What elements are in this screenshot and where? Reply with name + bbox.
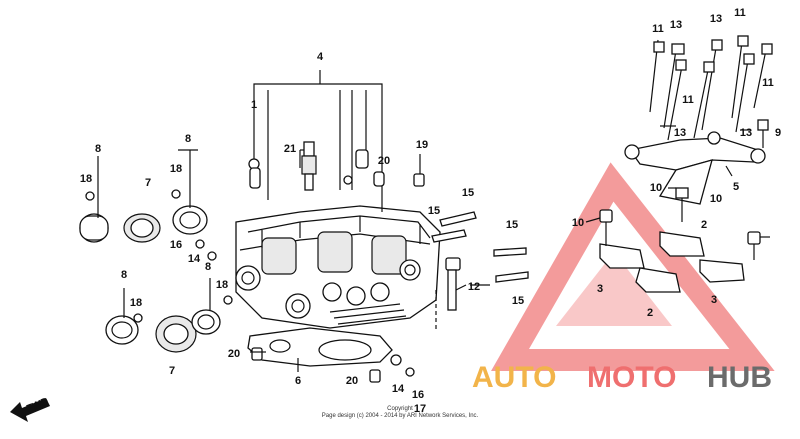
- callout-7: 7: [145, 177, 151, 189]
- intake-joint-lower: [155, 315, 197, 353]
- callout-18: 18: [170, 163, 182, 175]
- callout-7: 7: [169, 365, 175, 377]
- callout-20: 20: [346, 375, 358, 387]
- callout-12: 12: [468, 281, 480, 293]
- callout-9: 9: [775, 127, 781, 139]
- callout-10: 10: [650, 182, 662, 194]
- leader-lines: [97, 125, 770, 372]
- fwd-label: FWD: [25, 396, 50, 415]
- intake-clamp-lower-right: [191, 309, 221, 335]
- callout-8: 8: [205, 261, 211, 273]
- watermark-text: AUTO MOTO HUB: [472, 361, 772, 394]
- callout-18: 18: [130, 297, 142, 309]
- spark-plug: [300, 141, 317, 191]
- studs: [431, 211, 529, 283]
- callout-14: 14: [188, 253, 201, 265]
- callout-labels: 4 21 20 19 15 15 15 15 12 8 8 8 8 18 18 …: [80, 7, 781, 415]
- callout-18: 18: [80, 173, 92, 185]
- watermark-moto: MOTO: [587, 361, 676, 394]
- intake-clamp-upper-right: [172, 205, 208, 235]
- callout-5: 5: [733, 181, 739, 193]
- callout-19: 19: [416, 139, 428, 151]
- intake-clamp-lower-left: [105, 315, 139, 345]
- callout-1: 1: [251, 99, 257, 111]
- callout-3: 3: [711, 294, 717, 306]
- callout-15: 15: [506, 219, 518, 231]
- fwd-arrow-icon: [10, 398, 50, 422]
- callout-13: 13: [710, 13, 722, 25]
- callout-6: 6: [295, 375, 301, 387]
- bolt-12: [445, 257, 461, 311]
- rocker-arms: [599, 231, 745, 293]
- callout-21: 21: [284, 143, 296, 155]
- watermark-logo: [491, 162, 775, 371]
- watermark-triangle-inner: [556, 252, 672, 326]
- callout-11: 11: [762, 77, 774, 89]
- callout-13: 13: [740, 127, 752, 139]
- callout-15: 15: [462, 187, 474, 199]
- callout-15: 15: [512, 295, 524, 307]
- callout-2: 2: [701, 219, 707, 231]
- head-bolts: [649, 35, 773, 141]
- callout-8: 8: [121, 269, 127, 281]
- watermark-triangle-outer: [491, 162, 775, 371]
- watermark-auto: AUTO: [472, 361, 556, 394]
- callout-16: 16: [412, 389, 424, 401]
- callout-10: 10: [710, 193, 722, 205]
- callout-13: 13: [670, 19, 682, 31]
- callout-2: 2: [647, 307, 653, 319]
- callout-17: 17: [414, 403, 426, 415]
- valves: [248, 70, 383, 212]
- callout-10: 10: [572, 217, 584, 229]
- callout-18: 18: [216, 279, 228, 291]
- callout-11: 11: [682, 94, 694, 106]
- callout-11: 11: [734, 7, 746, 19]
- callout-11: 11: [652, 23, 664, 35]
- callout-16: 16: [170, 239, 182, 251]
- callout-15: 15: [428, 205, 440, 217]
- watermark-hub: HUB: [707, 361, 772, 394]
- intake-joint-upper: [123, 213, 161, 243]
- callout-20: 20: [228, 348, 240, 360]
- footer-credit: Page design (c) 2004 - 2014 by ARI Netwo…: [322, 413, 479, 419]
- intake-clamp-upper-left: [79, 213, 109, 243]
- callout-20: 20: [378, 155, 390, 167]
- callout-3: 3: [597, 283, 603, 295]
- callout-8: 8: [185, 133, 191, 145]
- callout-13: 13: [674, 127, 686, 139]
- footer-copyright: Copyright: [387, 406, 413, 412]
- callout-8: 8: [95, 143, 101, 155]
- cylinder-head: [235, 205, 441, 329]
- callout-4: 4: [317, 51, 324, 63]
- callout-14: 14: [392, 383, 405, 395]
